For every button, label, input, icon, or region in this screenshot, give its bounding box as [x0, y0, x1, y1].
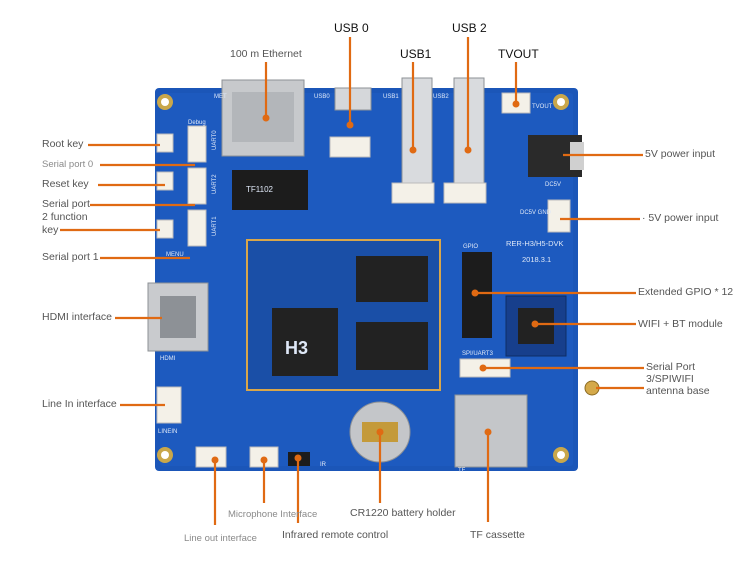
silk-gpio: GPIO	[463, 244, 478, 250]
silk-spi-uart3: SPI/UART3	[462, 351, 494, 357]
silk-linein: LINEIN	[158, 429, 177, 435]
uart1-header	[187, 209, 207, 247]
leader-lines	[60, 37, 644, 525]
silk-uart1: UART1	[212, 216, 218, 236]
label-serial-port-0: Serial port 0	[42, 159, 94, 170]
label-usb0: USB 0	[334, 21, 369, 35]
ethernet-transformer	[232, 170, 308, 210]
silk-debug: Debug	[188, 120, 206, 126]
label-serial-port-2-l1: Serial port	[42, 198, 90, 210]
silk-chip: H3	[285, 338, 308, 358]
silk-met: MET	[214, 94, 227, 100]
silk-dc5v-gnd: DC5V GND	[520, 210, 552, 216]
label-tvout: TVOUT	[498, 47, 539, 61]
label-serial-port-1: Serial port 1	[42, 251, 99, 263]
label-serial3-l2: 3/SPIWIFI	[646, 373, 694, 385]
silk-uart0: UART0	[212, 130, 218, 150]
power-header	[547, 199, 571, 233]
label-mic: Microphone Interface	[228, 509, 318, 520]
label-gpio: Extended GPIO * 12	[638, 286, 734, 298]
label-battery: CR1220 battery holder	[350, 507, 456, 519]
label-usb1: USB1	[400, 47, 432, 61]
label-wifi: WIFI + BT module	[638, 318, 723, 330]
usb1-port	[401, 77, 433, 189]
label-reset-key: Reset key	[42, 178, 89, 190]
root-key	[156, 133, 174, 153]
silk-dc5v: DC5V	[545, 182, 561, 188]
label-ethernet: 100 m Ethernet	[230, 48, 302, 60]
silk-usb0: USB0	[314, 94, 330, 100]
memory-chip	[356, 256, 428, 302]
usb0-header	[329, 136, 371, 158]
soc-chip	[272, 308, 338, 376]
uart0-header	[187, 125, 207, 163]
label-serial3-l3: antenna base	[646, 385, 710, 397]
uart2-header	[187, 167, 207, 205]
usb0-port	[334, 87, 372, 111]
silk-board-name: RER-H3/H5-DVK	[506, 239, 564, 248]
silk-usb1: USB1	[383, 94, 399, 100]
silk-usb2: USB2	[433, 94, 449, 100]
silk-eth-chip: TF1102	[246, 185, 274, 194]
label-serial3-l1: Serial Port	[646, 361, 696, 373]
label-usb2: USB 2	[452, 21, 487, 35]
silk-tvout: TVOUT	[532, 104, 553, 110]
line-out-header	[195, 446, 227, 468]
label-tf: TF cassette	[470, 529, 525, 541]
label-serial-port-2-l2: 2 function	[42, 211, 88, 223]
label-power-2: · 5V power input	[642, 212, 719, 224]
silk-board-date: 2018.3.1	[522, 255, 551, 264]
usb1-header	[391, 182, 435, 204]
memory-chip	[356, 322, 428, 370]
label-hdmi: HDMI interface	[42, 311, 113, 323]
label-serial-port-2-l3: key	[42, 224, 59, 236]
silk-hdmi: HDMI	[160, 356, 176, 362]
label-line-out: Line out interface	[184, 533, 257, 544]
reset-key	[156, 171, 174, 191]
usb2-header	[443, 182, 487, 204]
label-power-1: 5V power input	[645, 148, 716, 160]
silk-ir: IR	[320, 462, 327, 468]
label-line-in: Line In interface	[42, 398, 117, 410]
silk-uart2: UART2	[212, 174, 218, 194]
silk-menu: MENU	[166, 252, 184, 258]
label-root-key: Root key	[42, 138, 84, 150]
silk-tf: TF	[458, 468, 466, 474]
label-ir: Infrared remote control	[282, 529, 389, 541]
